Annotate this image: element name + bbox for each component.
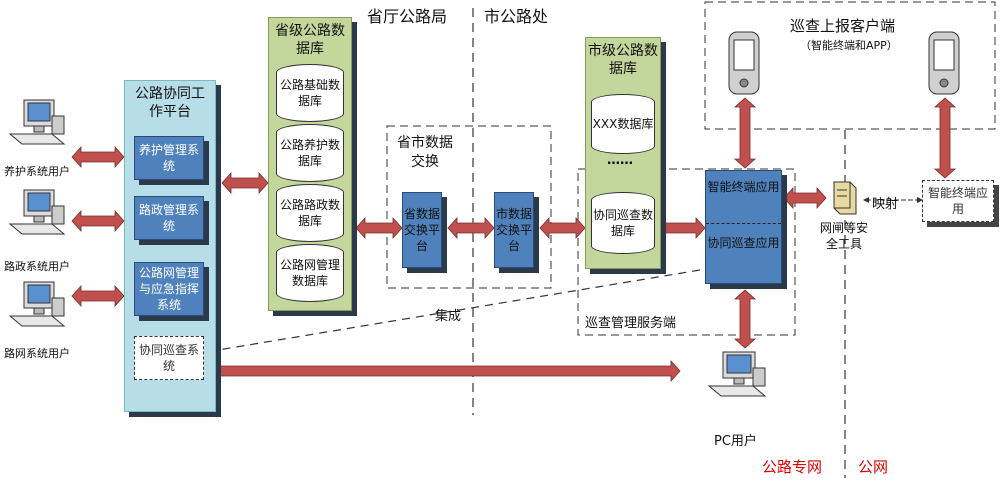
db-ellipsis: …… (607, 153, 633, 168)
arrow-platform-provincedb (221, 171, 269, 195)
arrow-provincedb-exchange (355, 216, 403, 240)
city-header: 市公路处 (484, 7, 549, 26)
service-server: 智能终端应用 协同巡查应用 (705, 170, 782, 284)
mapping-label: 映射 (872, 197, 899, 212)
private-network-label: 公路专网 (762, 458, 823, 476)
data-flow-arrows (71, 97, 957, 383)
arrow-user-administration (71, 209, 125, 233)
report-client-region (704, 1, 996, 130)
server-icon (826, 178, 862, 218)
arrow-service-pcuser (733, 289, 757, 349)
arrow-service-gateway (783, 186, 827, 210)
arrow-user-network (71, 284, 125, 308)
computer-icon (8, 188, 68, 250)
exchange-title: 省市数据交换 (397, 135, 453, 170)
arrow-phone-service (733, 97, 757, 169)
terminal-app-label: 智能终端应用 (707, 180, 780, 194)
db-basic: 公路基础数据库 (276, 64, 344, 122)
service-divider (706, 223, 781, 224)
report-client-title: 巡查上报客户端 (790, 17, 896, 35)
db-xxx: XXX数据库 (591, 94, 655, 154)
arrow-phone-remoteapp (933, 97, 957, 179)
arrow-user-maintenance (71, 145, 125, 169)
db-patrol: 协同巡查数据库 (591, 192, 655, 254)
patrol-app-label: 协同巡查应用 (707, 236, 780, 250)
computer-icon (8, 98, 68, 160)
network-emergency-system: 公路网管理与应急指挥系统 (134, 262, 204, 316)
arrow-exchange-citydb (539, 216, 586, 240)
province-header: 省厅公路局 (367, 7, 448, 26)
service-region (577, 168, 796, 336)
computer-icon (8, 280, 68, 342)
pc-user-label: PC用户 (714, 434, 757, 449)
city-db-title: 市级公路数据库 (588, 43, 658, 77)
platform-title: 公路协同工作平台 (135, 86, 205, 120)
city-exchange-platform: 市数据交换平台 (494, 192, 534, 268)
remote-terminal-app: 智能终端应用 (922, 180, 994, 222)
arrow-citydb-service (663, 216, 706, 240)
phone-icon (927, 30, 963, 100)
db-administration: 公路路政数据库 (276, 184, 344, 242)
arrow-exchange-exchange (447, 216, 495, 240)
administration-system: 路政管理系统 (134, 196, 204, 240)
patrol-system: 协同巡查系统 (134, 336, 204, 380)
province-db-title: 省级公路数据库 (275, 23, 345, 57)
phone-icon (727, 30, 763, 100)
integration-label: 集成 (435, 309, 462, 324)
db-network: 公路网管理数据库 (276, 244, 344, 302)
user-label-administration: 路政系统用户 (4, 260, 70, 273)
public-network-label: 公网 (858, 458, 889, 476)
computer-icon (705, 350, 770, 410)
province-exchange-platform: 省数据交换平台 (402, 192, 442, 268)
db-maintenance: 公路养护数据库 (276, 124, 344, 182)
maintenance-system: 养护管理系统 (134, 136, 204, 180)
service-label: 巡查管理服务端 (585, 316, 677, 331)
report-client-subtitle: （智能终端和APP） (800, 39, 898, 52)
arrow-platform-pcuser (213, 359, 681, 383)
user-label-network: 路网系统用户 (4, 347, 70, 360)
exchange-region (386, 125, 552, 289)
user-label-maintenance: 养护系统用户 (4, 165, 70, 178)
gateway-label: 网闸等安全工具 (819, 221, 868, 251)
